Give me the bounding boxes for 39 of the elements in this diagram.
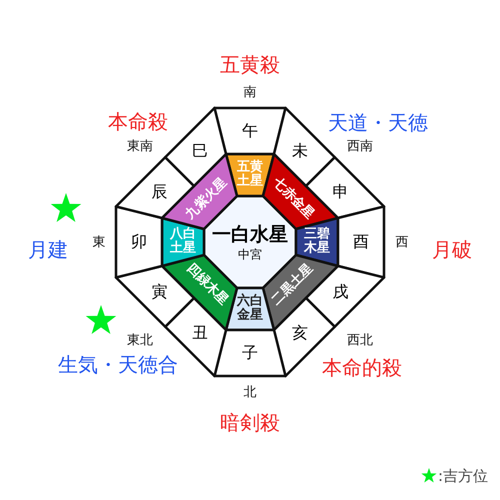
lucky-direction-label: 天道・天徳 xyxy=(328,110,428,136)
branch-label: 卯 xyxy=(131,233,147,251)
curse-direction-label: 本命的殺 xyxy=(322,354,402,382)
curse-direction-label: 本命殺 xyxy=(108,108,168,136)
curse-direction-label: 五黄殺 xyxy=(220,52,280,78)
branch-label: 未 xyxy=(292,142,308,160)
star-name: 六白金星 xyxy=(236,294,264,324)
star-name: 二黒土星 xyxy=(269,261,316,308)
branch-label: 丑 xyxy=(192,324,208,342)
star-name: 九紫火星 xyxy=(184,176,231,223)
branch-label: 午 xyxy=(242,122,258,140)
branch-label: 申 xyxy=(332,183,349,201)
star-name: 五黄土星 xyxy=(236,160,264,190)
branch-label: 戌 xyxy=(332,283,349,301)
branch-label: 巳 xyxy=(192,142,208,160)
branch-label: 亥 xyxy=(292,324,308,342)
legend-text: :吉方位 xyxy=(438,467,488,485)
direction-label: 西北 xyxy=(347,332,373,349)
branch-label: 子 xyxy=(242,344,258,362)
direction-label: 北 xyxy=(244,384,256,401)
direction-label: 東 xyxy=(92,234,106,251)
lucky-direction-label: 生気・天徳合 xyxy=(58,352,178,378)
star-name: 三碧木星 xyxy=(303,228,331,256)
branch-label: 寅 xyxy=(151,283,168,301)
star-name: 八白土星 xyxy=(169,228,197,256)
curse-direction-label: 暗剣殺 xyxy=(220,410,280,436)
star-name: 四緑木星 xyxy=(184,261,231,308)
direction-label: 西 xyxy=(396,234,408,251)
star-name: 七赤金星 xyxy=(269,176,316,223)
direction-label: 東北 xyxy=(127,332,153,349)
branch-label: 辰 xyxy=(151,183,168,201)
center-palace-label: 中宮 xyxy=(238,248,262,262)
curse-direction-label: 月破 xyxy=(432,236,472,264)
direction-label: 南 xyxy=(244,84,256,101)
center-star-name: 一白水星 xyxy=(212,224,288,246)
branch-label: 酉 xyxy=(353,233,369,251)
lucky-direction-label: 月建 xyxy=(28,236,68,264)
direction-label: 西南 xyxy=(347,138,373,155)
direction-label: 東南 xyxy=(127,138,153,155)
